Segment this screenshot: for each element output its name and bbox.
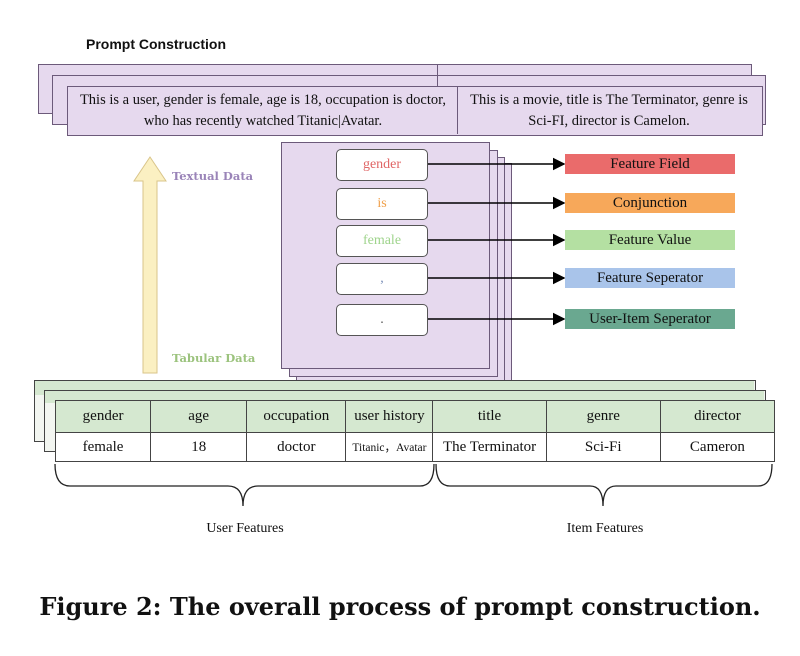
token-comma: , bbox=[336, 263, 428, 295]
cell-genre: Sci-Fi bbox=[545, 432, 661, 462]
category-label: User-Item Seperator bbox=[589, 310, 711, 327]
prompt-divider-back bbox=[437, 64, 438, 86]
table-row: female 18 doctor Titanic，Avatar The Term… bbox=[54, 432, 776, 462]
category-conjunction: Conjunction bbox=[565, 193, 735, 213]
category-user-item-separator: User-Item Seperator bbox=[565, 309, 735, 329]
feature-table: gender age occupation user history title… bbox=[54, 400, 776, 462]
tabular-data-label: Tabular Data bbox=[172, 351, 256, 365]
token-text: , bbox=[380, 271, 384, 286]
category-label: Feature Field bbox=[610, 155, 690, 172]
category-label: Conjunction bbox=[612, 194, 688, 211]
textual-data-label: Textual Data bbox=[172, 169, 254, 183]
section-title: Prompt Construction bbox=[86, 36, 226, 52]
prompt-card-front bbox=[67, 86, 763, 136]
category-label: Feature Seperator bbox=[596, 269, 704, 286]
item-prompt-text: This is a movie, title is The Terminator… bbox=[470, 92, 748, 129]
category-feature-value: Feature Value bbox=[565, 230, 735, 250]
header-title: title bbox=[432, 400, 547, 433]
header-director: director bbox=[659, 400, 776, 433]
item-features-label: Item Features bbox=[566, 521, 644, 536]
figure-caption: Figure 2: The overall process of prompt … bbox=[39, 592, 761, 621]
category-feature-separator: Feature Seperator bbox=[565, 268, 735, 288]
category-label: Feature Value bbox=[608, 231, 692, 248]
token-is: is bbox=[336, 188, 428, 220]
group-braces bbox=[54, 463, 773, 507]
token-text: is bbox=[377, 196, 387, 211]
header-age: age bbox=[150, 400, 248, 433]
item-features-brace bbox=[435, 463, 773, 507]
user-features-label: User Features bbox=[206, 521, 284, 536]
token-gender: gender bbox=[336, 149, 428, 181]
upward-arrow bbox=[133, 156, 167, 374]
token-arrows bbox=[428, 157, 566, 326]
cell-age: 18 bbox=[150, 432, 248, 462]
token-period: . bbox=[336, 304, 428, 336]
token-text: female bbox=[362, 233, 402, 248]
table-header-row: gender age occupation user history title… bbox=[54, 400, 776, 433]
prompt-divider bbox=[457, 86, 458, 134]
cell-title: The Terminator bbox=[432, 432, 547, 462]
user-features-brace bbox=[54, 463, 435, 507]
token-text: gender bbox=[362, 157, 402, 172]
category-feature-field: Feature Field bbox=[565, 154, 735, 174]
token-female: female bbox=[336, 225, 428, 257]
token-text: . bbox=[380, 312, 384, 327]
header-genre: genre bbox=[545, 400, 661, 433]
cell-gender: female bbox=[54, 432, 152, 462]
cell-occupation: doctor bbox=[246, 432, 347, 462]
user-prompt-text: This is a user, gender is female, age is… bbox=[79, 92, 447, 129]
cell-user-history: Titanic，Avatar bbox=[345, 432, 434, 462]
header-gender: gender bbox=[54, 400, 152, 433]
header-occupation: occupation bbox=[246, 400, 347, 433]
cell-director: Cameron bbox=[659, 432, 776, 462]
header-user-history: user history bbox=[345, 400, 434, 433]
